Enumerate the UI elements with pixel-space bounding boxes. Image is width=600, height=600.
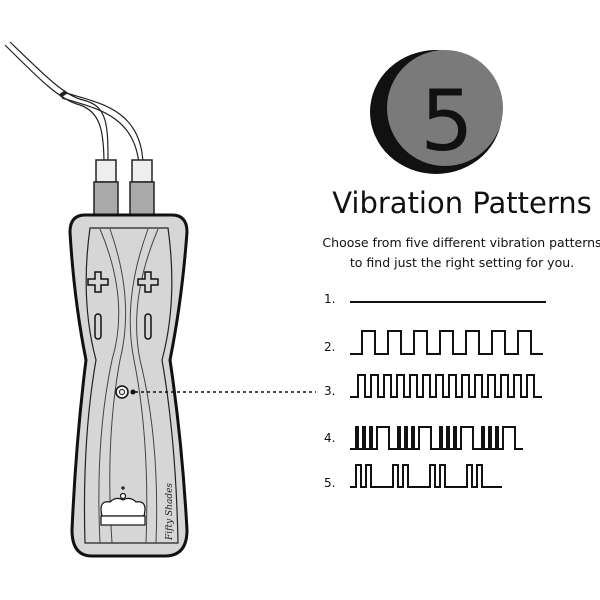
subtitle: Choose from five different vibration pat…: [312, 233, 600, 273]
device-panel: [83, 227, 179, 544]
pattern-label: 2.: [324, 340, 336, 354]
badge-number: 5: [420, 72, 473, 170]
title: Vibration Patterns: [332, 186, 592, 220]
waveforms: [350, 301, 546, 488]
minus-button-right[interactable]: [144, 313, 152, 340]
cables: [4, 41, 144, 166]
subtitle-line: Choose from five different vibration pat…: [322, 235, 600, 250]
plus-button-right[interactable]: [137, 271, 159, 293]
pattern-4-wave: [350, 426, 523, 450]
panel-curves: [98, 228, 159, 544]
pattern-label: 3.: [324, 384, 336, 398]
pattern-label: 1.: [324, 292, 336, 306]
pattern-5-wave: [350, 464, 502, 488]
pattern-label: 4.: [324, 431, 336, 445]
pattern-3-wave: [350, 374, 542, 398]
connectors: [93, 159, 155, 216]
script-logo: Fifty Shades: [165, 483, 175, 541]
subtitle-line: to find just the right setting for you.: [349, 255, 575, 270]
crown-icon: [100, 486, 146, 526]
plus-button-left[interactable]: [87, 271, 109, 293]
pattern-label: 5.: [324, 476, 336, 490]
pattern-2-wave: [350, 330, 543, 355]
number-badge: 5: [370, 50, 503, 174]
mode-button[interactable]: [115, 385, 136, 399]
minus-button-left[interactable]: [94, 313, 102, 340]
